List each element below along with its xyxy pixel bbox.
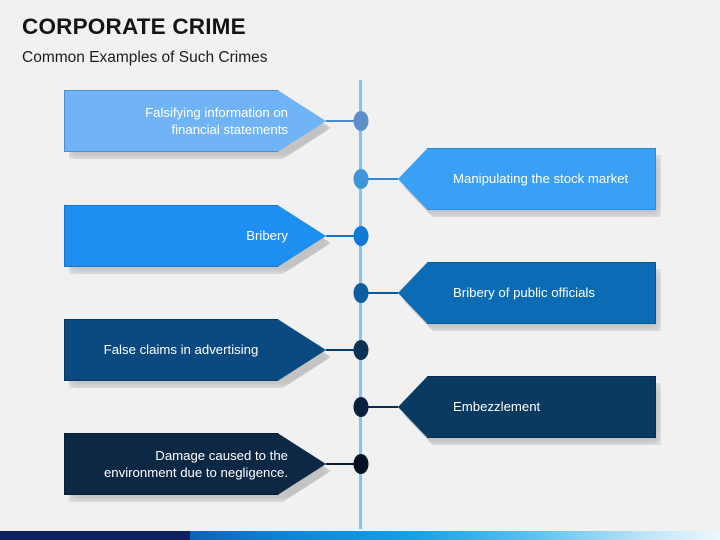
timeline-item-body — [64, 319, 326, 381]
timeline-connector-7 — [326, 463, 361, 465]
timeline-item-label: Damage caused to the environment due to … — [103, 447, 288, 480]
timeline-dot-1[interactable] — [353, 111, 368, 131]
timeline-connector-5 — [326, 349, 361, 351]
timeline-item-3[interactable]: Bribery — [64, 205, 331, 274]
timeline-connector-4 — [360, 292, 398, 294]
timeline-dot-4[interactable] — [353, 283, 368, 303]
page-title: CORPORATE CRIME — [22, 14, 246, 39]
timeline-dot-5[interactable] — [353, 340, 368, 360]
timeline-connector-6 — [360, 406, 398, 408]
timeline-connector-1 — [326, 120, 361, 122]
timeline-item-7[interactable]: Damage caused to the environment due to … — [64, 433, 331, 502]
timeline-item-body — [398, 148, 656, 210]
timeline-item-label: False claims in advertising — [103, 342, 259, 358]
timeline-dot-7[interactable] — [353, 454, 368, 474]
timeline-item-label: Manipulating the stock market — [453, 171, 629, 187]
timeline-item-label: Falsifying information on financial stat… — [145, 104, 288, 137]
timeline-item-label: Bribery of public officials — [453, 285, 595, 301]
timeline-dot-2[interactable] — [353, 169, 368, 189]
timeline-dot-3[interactable] — [353, 226, 368, 246]
timeline-item-2[interactable]: Manipulating the stock market — [398, 148, 661, 217]
timeline-item-4[interactable]: Bribery of public officials — [398, 262, 661, 331]
timeline-item-6[interactable]: Embezzlement — [398, 376, 661, 445]
timeline-connector-3 — [326, 235, 361, 237]
timeline-item-body — [64, 433, 326, 495]
timeline-item-label: Embezzlement — [453, 399, 541, 415]
timeline-item-body — [64, 90, 326, 152]
timeline-dot-6[interactable] — [353, 397, 368, 417]
timeline-item-body — [398, 262, 656, 324]
timeline-item-1[interactable]: Falsifying information on financial stat… — [64, 90, 331, 159]
footer-navy-segment — [0, 531, 190, 540]
footer-gradient-segment — [190, 531, 720, 540]
timeline-item-body — [398, 376, 656, 438]
footer-bar — [0, 531, 720, 540]
timeline-connector-2 — [360, 178, 398, 180]
timeline-item-label: Bribery — [246, 228, 288, 244]
timeline-item-body — [64, 205, 326, 267]
timeline-item-5[interactable]: False claims in advertising — [64, 319, 331, 388]
page-subtitle: Common Examples of Such Crimes — [22, 49, 268, 66]
timeline-axis-line — [359, 80, 362, 529]
